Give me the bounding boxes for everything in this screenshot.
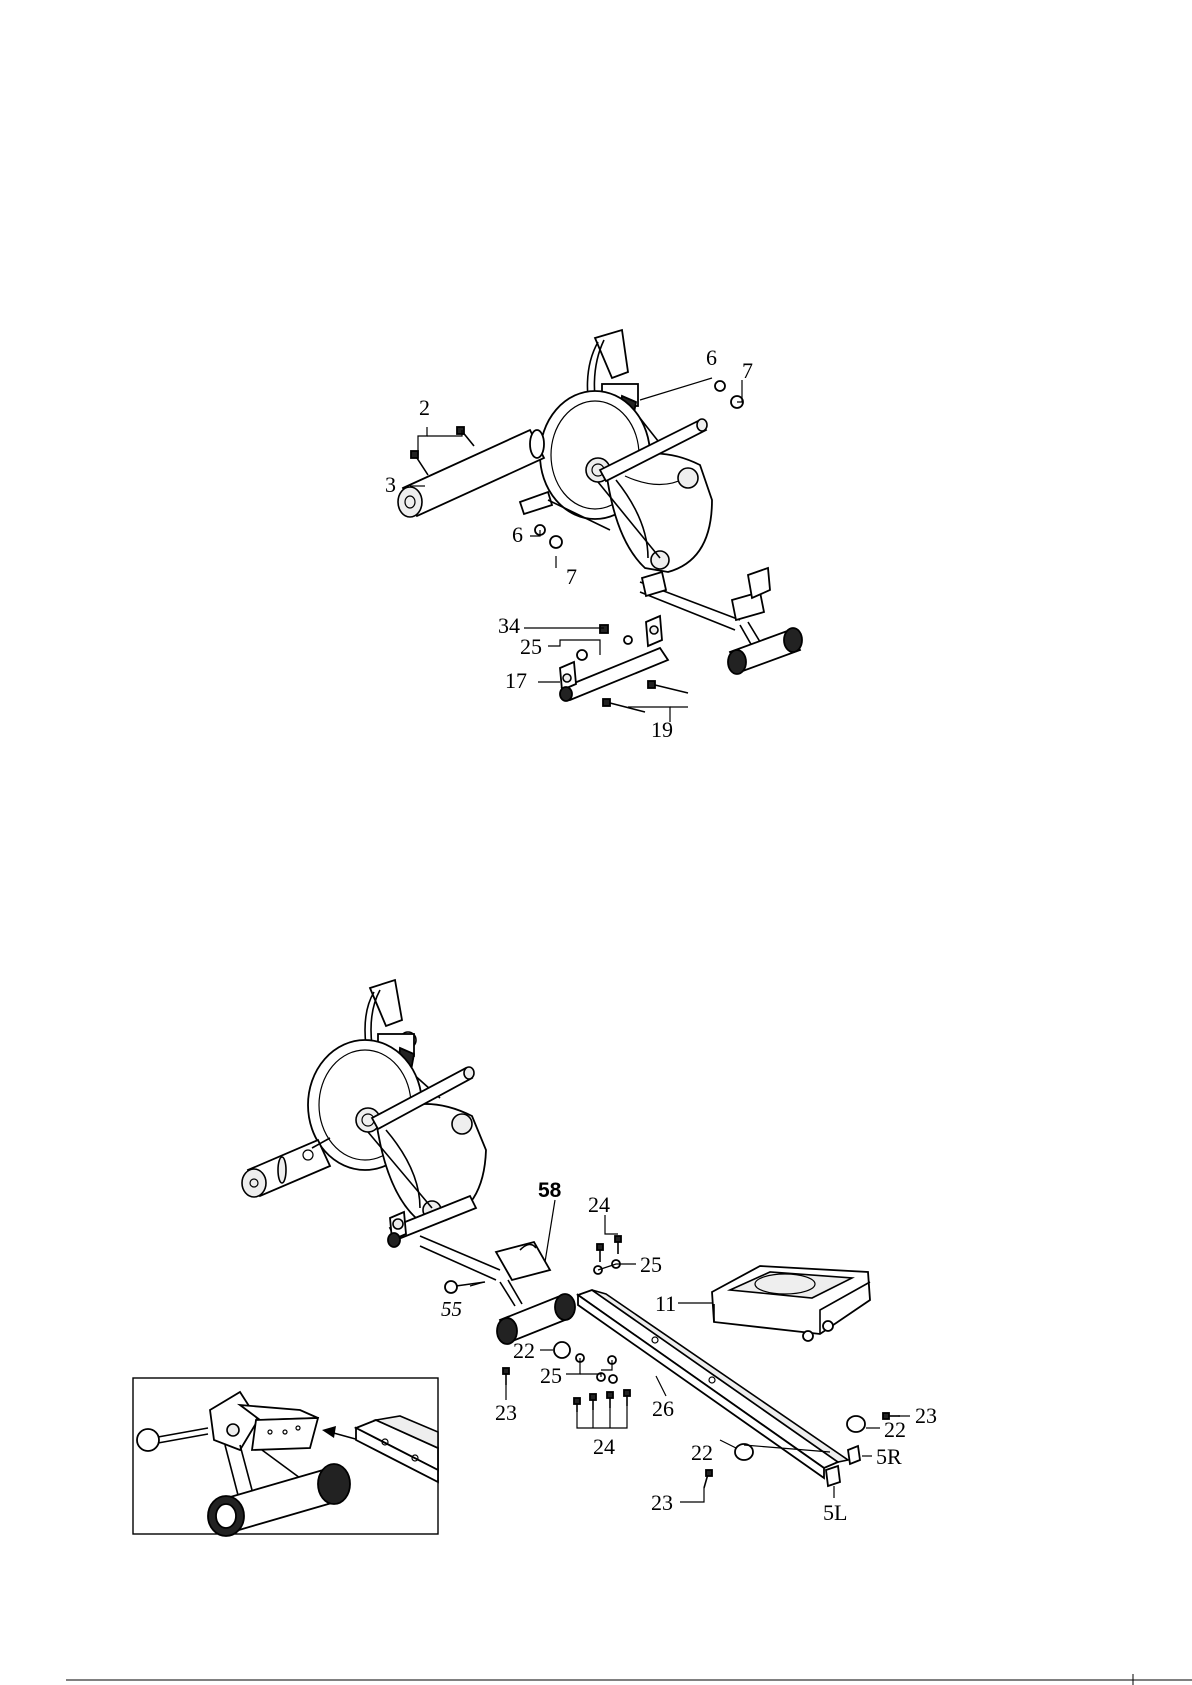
callout-25: 25 [520, 634, 542, 659]
callout-22-c: 22 [884, 1417, 906, 1442]
end-cap-6-top [715, 381, 725, 391]
bolts-24-top [597, 1236, 621, 1262]
end-cap-5R [848, 1446, 860, 1464]
callout-19: 19 [651, 717, 673, 742]
callout-26: 26 [652, 1396, 674, 1421]
flywheel-housing-2 [308, 1040, 486, 1222]
rear-stabilizer [728, 628, 802, 674]
end-cap-7-left [550, 536, 562, 548]
callout-23-a: 23 [495, 1400, 517, 1425]
callout-3: 3 [385, 472, 396, 497]
callout-6-top: 6 [706, 345, 717, 370]
foot-pedal-11 [712, 1266, 870, 1341]
roller-22-c [847, 1416, 865, 1432]
callout-24-low: 24 [593, 1434, 615, 1459]
callout-22-b: 22 [691, 1440, 713, 1465]
pin-55 [445, 1281, 485, 1293]
callout-11: 11 [655, 1291, 676, 1316]
callout-2: 2 [419, 395, 430, 420]
callout-5L: 5L [823, 1500, 847, 1525]
flywheel-housing [540, 391, 712, 572]
callout-58: 58 [538, 1179, 562, 1202]
diagram-step-1: 2 3 6 7 6 7 34 25 17 19 [385, 330, 802, 742]
callout-7-top: 7 [742, 358, 753, 383]
washer-25-low-d [609, 1375, 617, 1383]
end-cap-5L [826, 1466, 840, 1486]
callout-25-low: 25 [540, 1363, 562, 1388]
callout-23-b: 23 [915, 1403, 937, 1428]
callout-17: 17 [505, 668, 527, 693]
front-stabilizer-2 [242, 1138, 330, 1197]
callout-22-a: 22 [513, 1338, 535, 1363]
callout-24-top: 24 [588, 1192, 610, 1217]
roller-22-b [735, 1444, 753, 1460]
callout-25-top: 25 [640, 1252, 662, 1277]
bolts-24-low [574, 1390, 630, 1412]
callout-5R: 5R [876, 1444, 902, 1469]
roller-22-a [554, 1342, 570, 1358]
inset-detail [133, 1378, 438, 1536]
callout-23-c: 23 [651, 1490, 673, 1515]
rear-stabilizer-2 [497, 1294, 575, 1344]
callout-34: 34 [498, 613, 520, 638]
callout-6-left: 6 [512, 522, 523, 547]
callout-7-left: 7 [566, 564, 577, 589]
callout-55: 55 [441, 1297, 462, 1321]
